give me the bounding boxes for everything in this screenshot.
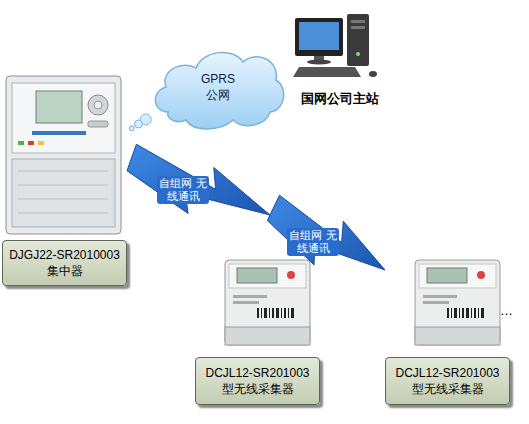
meter-picture (451, 308, 452, 318)
pc-picture (347, 14, 369, 66)
link-label: 自组网 无线通讯 (157, 176, 209, 204)
pc-picture (356, 52, 360, 56)
conc-picture (18, 141, 24, 145)
meter-picture (288, 308, 289, 318)
meter-picture (419, 264, 496, 288)
conc-picture (36, 91, 82, 123)
meter-picture (229, 264, 306, 288)
meter-picture (225, 327, 310, 345)
label-box: DCJL12-SR201003 型无线采集器 (385, 357, 510, 405)
node-text: 国网公司主站 (285, 90, 395, 108)
meter-picture (257, 308, 259, 318)
meter-picture (415, 260, 500, 345)
pc-picture (293, 67, 361, 77)
node-text: GPRS 公网 (196, 72, 240, 103)
link-bubble (135, 120, 143, 128)
conc-picture (32, 131, 86, 135)
conc-picture (28, 141, 34, 145)
meter-picture (225, 260, 310, 345)
pc-picture (299, 22, 339, 50)
lightning-bolt (127, 144, 270, 215)
conc-picture (6, 76, 121, 234)
meter-picture (276, 308, 279, 318)
meter-picture (462, 308, 464, 318)
meter-picture (459, 308, 460, 318)
node-text: DJGJ22-SR2010003 集中器 (7, 247, 122, 279)
pc-picture (369, 71, 377, 77)
conc-picture (88, 95, 108, 115)
meter-picture (481, 308, 484, 318)
conc-picture (2, 75, 129, 237)
node-text: DCJL12-SR201003 型无线采集器 (390, 365, 505, 397)
wireless-link (267, 195, 385, 270)
meter-picture (427, 268, 467, 283)
meter-picture (272, 308, 274, 318)
meter-picture (284, 308, 286, 318)
node-text: DCJL12-SR201003 型无线采集器 (200, 365, 315, 397)
pc-picture (351, 26, 365, 29)
conc-picture (88, 121, 108, 127)
meter-picture (264, 308, 267, 318)
meter-picture (471, 308, 472, 318)
meter-picture (287, 271, 295, 279)
lightning-bolt (267, 195, 385, 270)
network-link (129, 114, 151, 131)
wireless-collector: DCJL12-SR201003 型无线采集器 (385, 215, 512, 410)
pc-picture (307, 60, 331, 65)
meter-picture (447, 308, 449, 318)
wireless-link (127, 144, 270, 215)
meter-picture (466, 308, 469, 318)
conc-picture (12, 83, 115, 153)
conc-picture (94, 101, 102, 109)
network-cloud: GPRS 公网 (148, 42, 288, 134)
master-station: 国网公司主站 (285, 10, 395, 110)
meter-picture (237, 268, 277, 283)
meter-picture (474, 308, 476, 318)
conc-picture (12, 159, 115, 227)
meter-picture (423, 301, 449, 304)
pc-picture (295, 18, 343, 56)
continuation-mark: … (500, 303, 513, 318)
conc-picture (18, 171, 108, 172)
link-bubble (129, 126, 134, 131)
pc-picture (351, 20, 365, 23)
meter-picture (477, 271, 485, 279)
label-box: DCJL12-SR201003 型无线采集器 (195, 357, 320, 405)
conc-picture (38, 141, 44, 145)
label-box: DJGJ22-SR2010003 集中器 (2, 240, 127, 286)
meter-picture (415, 327, 500, 345)
meter-picture (291, 308, 294, 318)
meter-picture (269, 308, 270, 318)
pc-picture (285, 10, 395, 90)
conc-picture (18, 199, 108, 200)
meter-picture (454, 308, 457, 318)
meter-picture (385, 215, 512, 350)
meter-picture (233, 301, 259, 304)
meter-picture (261, 308, 262, 318)
meter-picture (233, 295, 267, 298)
cloud-picture (155, 52, 283, 129)
meter-picture (478, 308, 479, 318)
conc-picture (18, 213, 108, 214)
conc-picture (18, 185, 108, 186)
meter-picture (281, 308, 282, 318)
meter-picture (423, 295, 457, 298)
concentrator: DJGJ22-SR2010003 集中器 (2, 75, 129, 291)
link-label: 自组网 无线通讯 (287, 228, 339, 256)
